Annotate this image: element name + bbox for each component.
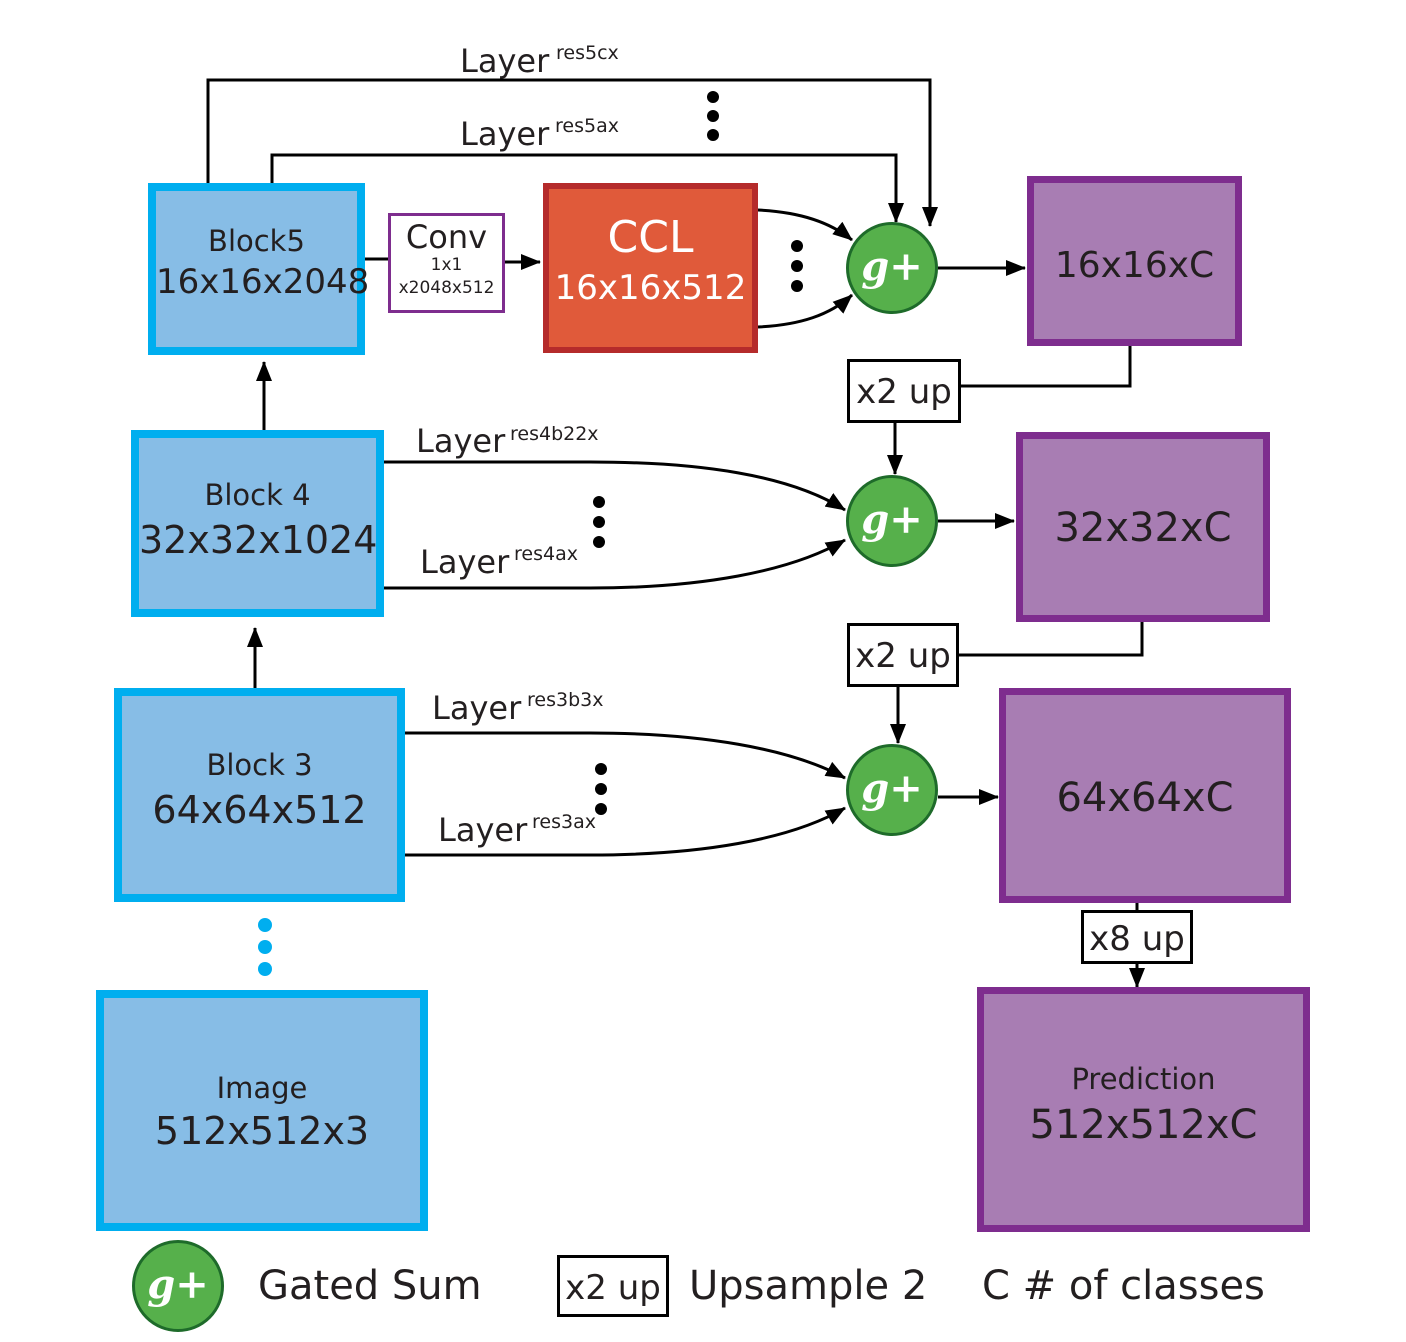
block5-dims: 16x16x2048 (156, 262, 370, 302)
block3-label: Block 3 (206, 748, 313, 782)
block4-block: Block 4 32x32x1024 (131, 430, 384, 617)
layer-res5ax-sup: res5ax (555, 115, 619, 137)
output-16x16-block: 16x16xC (1027, 176, 1242, 346)
block4-label: Block 4 (204, 478, 311, 512)
conv-shape: x2048x512 (398, 278, 495, 298)
legend-upsample-text: Upsample 2 (689, 1263, 928, 1309)
legend-classes-text: C # of classes (982, 1263, 1265, 1309)
layer-res4b22x-sup: res4b22x (510, 423, 599, 445)
block3-dims: 64x64x512 (152, 788, 367, 832)
image-label: Image (216, 1071, 308, 1105)
skip-res5cx (206, 78, 938, 227)
block3-block: Block 3 64x64x512 (114, 688, 405, 902)
output-16x16-dims: 16x16xC (1054, 245, 1215, 286)
layer-res4b22x-label: Layer (416, 422, 506, 460)
encoder-ellipsis-dots (258, 918, 272, 976)
legend-gated-sum-icon: g+ (132, 1240, 224, 1332)
layer-res3ax-label: Layer (438, 811, 528, 849)
layer-res3b3x-label: Layer (432, 689, 522, 727)
output-64x64-block: 64x64xC (999, 688, 1291, 903)
ellipsis-dots (593, 91, 803, 815)
legend-upsample-icon: x2 up (557, 1255, 669, 1317)
layer-res3ax-sup: res3ax (532, 811, 596, 833)
gated-sum-node-16: g+ (846, 222, 938, 314)
curve-res3ax (405, 806, 846, 857)
conv-1x1-box: Conv 1x1 x2048x512 (388, 213, 505, 313)
curve-ccl-bottom (757, 293, 854, 329)
line-out16-to-upsample (961, 345, 1132, 388)
ccl-block: CCL 16x16x512 (543, 183, 758, 353)
line-out32-to-upsample (959, 621, 1144, 657)
block4-dims: 32x32x1024 (139, 518, 378, 562)
layer-res5cx-label: Layer (460, 42, 550, 80)
layer-res4ax-label: Layer (420, 543, 510, 581)
block5-label: Block5 (208, 224, 305, 258)
gated-sum-node-64: g+ (846, 744, 938, 836)
curve-res3b3x (405, 731, 846, 780)
prediction-label: Prediction (1071, 1062, 1216, 1096)
prediction-block: Prediction 512x512xC (977, 987, 1310, 1232)
layer-res3b3x-sup: res3b3x (527, 689, 604, 711)
curve-ccl-top (757, 208, 853, 242)
upsample-x2-box-1: x2 up (847, 359, 961, 423)
output-64x64-dims: 64x64xC (1056, 775, 1234, 821)
layer-res5ax-label: Layer (460, 115, 550, 153)
layer-res4ax-sup: res4ax (514, 543, 578, 565)
conv-kernel: 1x1 (430, 255, 463, 275)
layer-res5cx-sup: res5cx (556, 42, 619, 64)
gated-sum-node-32: g+ (846, 475, 938, 567)
skip-res5ax (270, 153, 904, 223)
prediction-dims: 512x512xC (1029, 1102, 1258, 1148)
output-32x32-dims: 32x32xC (1054, 505, 1232, 551)
upsample-x8-box: x8 up (1081, 910, 1193, 964)
image-dims: 512x512x3 (154, 1109, 370, 1153)
block5-block: Block5 16x16x2048 (148, 183, 370, 355)
legend-gated-sum-text: Gated Sum (258, 1263, 482, 1309)
curve-res4b22x (384, 460, 846, 512)
ccl-dims: 16x16x512 (554, 268, 747, 308)
curve-res4ax (384, 538, 846, 590)
image-block: Image 512x512x3 (96, 990, 428, 1231)
ccl-title: CCL (607, 212, 694, 263)
output-32x32-block: 32x32xC (1016, 432, 1270, 622)
upsample-x2-box-2: x2 up (847, 623, 959, 687)
conv-title: Conv (405, 218, 488, 256)
